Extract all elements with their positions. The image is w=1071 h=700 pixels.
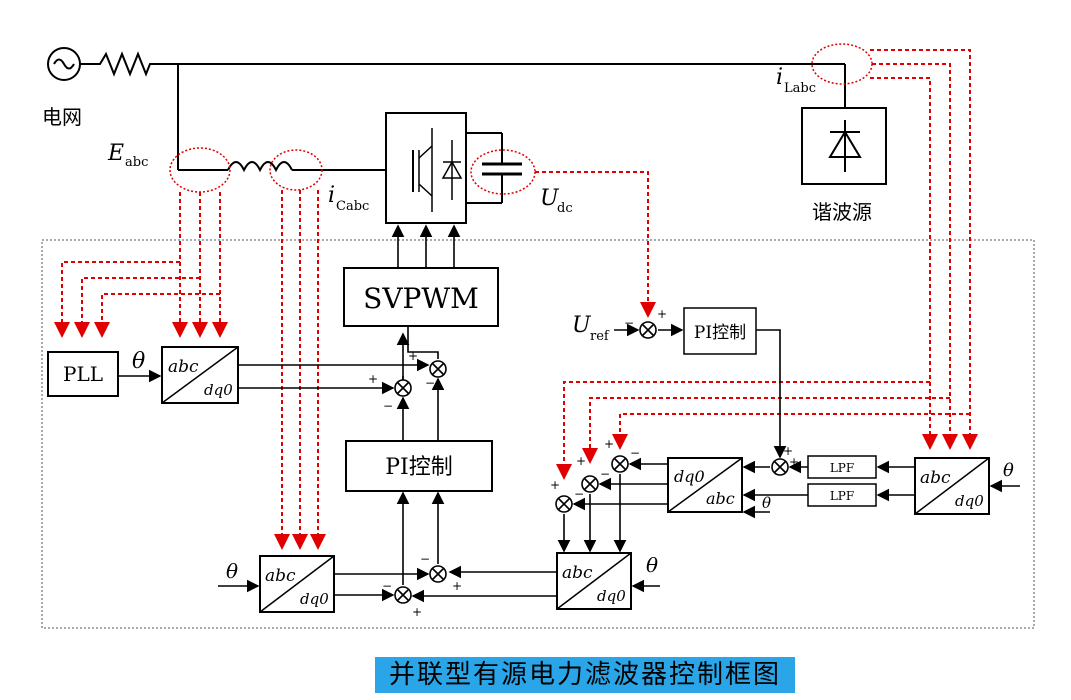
filter-inductor-icon xyxy=(227,161,293,173)
svg-text:+: + xyxy=(576,454,586,468)
harmonic-source-label: 谐波源 xyxy=(812,200,872,224)
e-abc-subscript: abc xyxy=(125,155,148,170)
svg-text:+: + xyxy=(783,444,793,458)
theta-label-current: θ xyxy=(226,559,238,583)
svg-text:−: − xyxy=(600,467,610,481)
svg-text:−: − xyxy=(425,376,435,390)
abc-label: abc xyxy=(562,563,593,583)
control-boundary xyxy=(41,239,1035,629)
grid-resistor-line xyxy=(80,51,845,77)
e-abc-label: E xyxy=(107,141,124,166)
svg-text:+: + xyxy=(408,349,418,363)
dq0-abc-block: dq0 abc xyxy=(667,457,743,513)
svg-text:−: − xyxy=(420,552,430,566)
abc-label: abc xyxy=(265,566,296,586)
i-labc-subscript: Labc xyxy=(784,81,816,96)
theta-label-load: θ xyxy=(1003,460,1014,481)
summing-junctions xyxy=(394,321,789,604)
svpwm-label: SVPWM xyxy=(363,282,479,315)
sign-marks: + − + − − + − + − + + + − + − + − + xyxy=(368,307,799,619)
abc-dq0-block-reference: abc dq0 xyxy=(556,552,632,610)
pll-label: PLL xyxy=(63,362,103,386)
lpf-label-q: LPF xyxy=(830,489,854,503)
theta-label-inverse: θ xyxy=(762,494,771,512)
grid-label: 电网 xyxy=(42,105,82,129)
measurement-signals xyxy=(54,49,978,550)
svg-text:−: − xyxy=(383,399,393,413)
i-labc-label: i xyxy=(776,65,783,90)
svg-text:+: + xyxy=(412,605,422,619)
svpwm-block xyxy=(343,267,499,327)
abc-dq0-block-load: abc dq0 xyxy=(914,457,990,515)
u-ref-label: U xyxy=(572,313,592,338)
pi-control-block-voltage xyxy=(683,307,757,355)
svg-text:−: − xyxy=(630,446,640,460)
pi-control-label-voltage: PI控制 xyxy=(694,323,746,343)
dq0-label: dq0 xyxy=(300,590,329,608)
grid-source-icon xyxy=(47,47,81,81)
abc-label: abc xyxy=(706,489,735,508)
measurement-ellipses xyxy=(169,43,873,195)
signal-flow-lines xyxy=(118,224,1020,603)
diagram-caption: 并联型有源电力滤波器控制框图 xyxy=(375,657,795,693)
svg-text:−: − xyxy=(382,579,392,593)
dq0-label: dq0 xyxy=(955,492,984,510)
dq0-label: dq0 xyxy=(597,587,626,605)
u-dc-subscript: dc xyxy=(557,201,573,216)
lpf-label-d: LPF xyxy=(830,461,854,475)
svg-text:+: + xyxy=(657,307,667,321)
svg-text:+: + xyxy=(604,437,614,451)
svg-text:+: + xyxy=(368,372,378,386)
inverter-igbt-icon xyxy=(385,112,467,224)
svg-text:+: + xyxy=(550,478,560,492)
abc-label: abc xyxy=(920,468,951,488)
abc-dq0-block-grid: abc dq0 xyxy=(161,346,239,404)
theta-label-pll: θ xyxy=(132,349,145,374)
theta-label-reference: θ xyxy=(646,553,658,577)
svg-text:−: − xyxy=(574,487,584,501)
u-dc-label: U xyxy=(540,186,560,211)
svg-text:+: + xyxy=(452,579,462,593)
i-cabc-label: i xyxy=(328,183,335,208)
dq0-label: dq0 xyxy=(204,381,233,399)
svg-text:−: − xyxy=(624,316,634,330)
svg-text:+: + xyxy=(789,455,799,469)
pi-control-block-current xyxy=(345,440,493,492)
abc-dq0-block-current: abc dq0 xyxy=(259,555,335,613)
dq0-label: dq0 xyxy=(674,467,705,486)
dc-capacitor-icon xyxy=(466,132,522,204)
i-cabc-subscript: Cabc xyxy=(336,199,369,214)
pll-block xyxy=(47,351,119,397)
u-ref-subscript: ref xyxy=(590,329,610,344)
harmonic-source-icon xyxy=(801,107,887,185)
pi-control-label-current: PI控制 xyxy=(385,455,453,480)
abc-label: abc xyxy=(168,357,199,377)
